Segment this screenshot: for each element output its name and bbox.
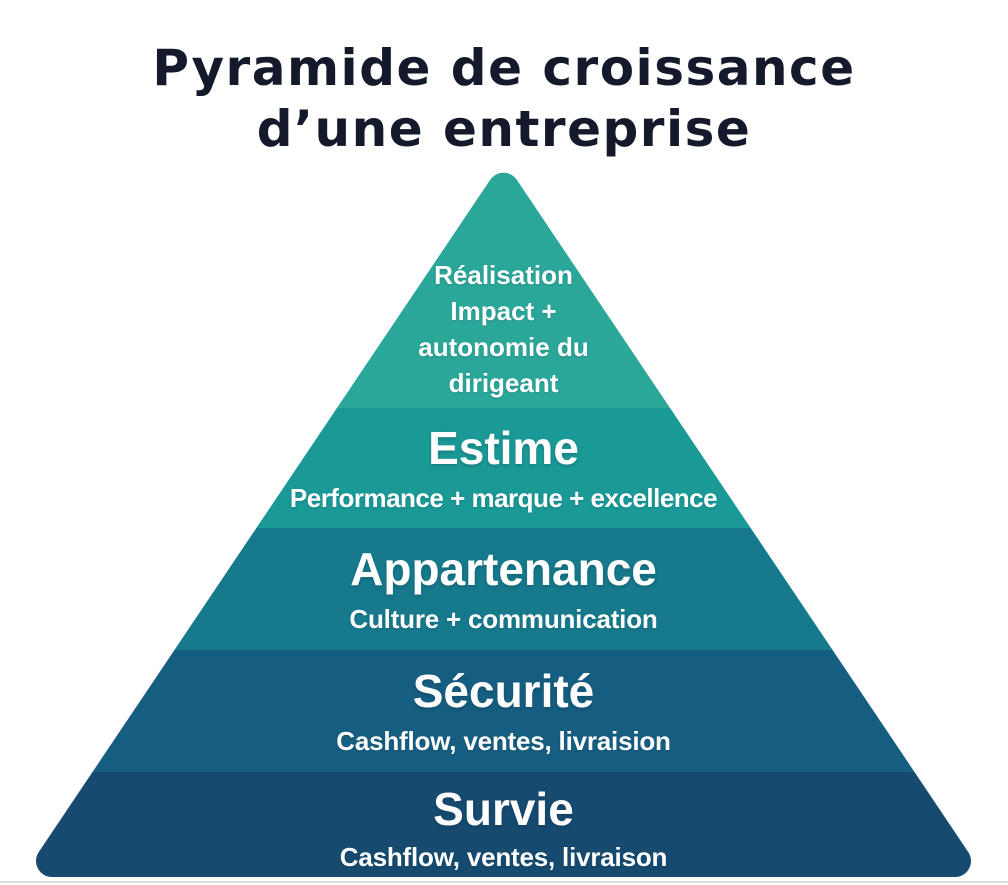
page-title: Pyramide de croissance d’une entreprise (0, 38, 1008, 160)
level-5-subtitle: Cashflow, ventes, livraison (339, 841, 668, 872)
pyramid-level-4-label: Sécurité Cashflow, ventes, livraision (22, 650, 985, 772)
level-3-subtitle: Culture + communication (349, 604, 658, 634)
level-2-name: Estime (428, 422, 579, 474)
level-2-subtitle: Performance + marque + excellence (289, 483, 718, 513)
level-1-subtitle-line-1: Impact + (450, 296, 557, 326)
pyramid-level-5-shape (35, 772, 972, 877)
level-4-subtitle: Cashflow, ventes, livraision (336, 726, 671, 756)
page-title-line-2: d’une entreprise (256, 99, 752, 158)
bottom-edge-line (0, 881, 1008, 883)
pyramid-diagram: Réalisation Impact + autonomie du dirige… (22, 160, 985, 877)
pyramid-level-4-shape (35, 650, 972, 772)
level-1-subtitle-line-3: dirigeant (448, 368, 559, 398)
pyramid-level-1-label: Réalisation Impact + autonomie du dirige… (22, 257, 985, 401)
level-1-name: Réalisation (434, 260, 573, 290)
pyramid-shape (35, 172, 972, 877)
level-3-name: Appartenance (350, 543, 657, 595)
pyramid-level-5-label: Survie Cashflow, ventes, livraison (22, 772, 985, 877)
pyramid-level-3-label: Appartenance Culture + communication (22, 528, 985, 650)
level-4-name: Sécurité (412, 665, 595, 717)
level-1-subtitle-line-2: autonomie du (418, 332, 589, 362)
page-title-line-1: Pyramide de croissance (152, 38, 856, 97)
pyramid-level-2-label: Estime Performance + marque + excellence (22, 408, 985, 528)
level-5-name: Survie (433, 782, 574, 835)
